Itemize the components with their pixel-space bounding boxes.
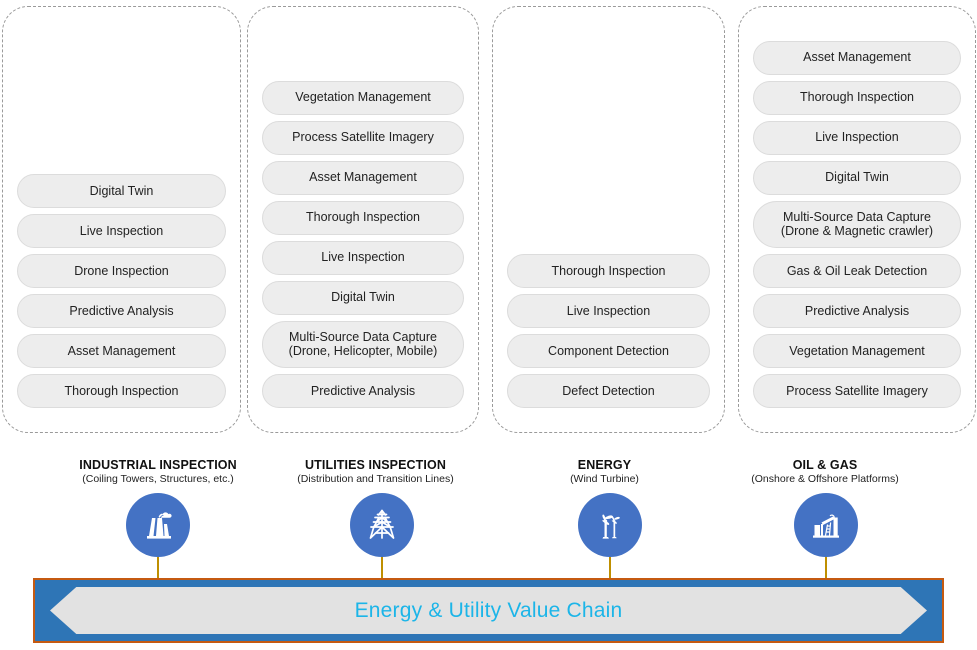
segment-label-industrial-inspection: INDUSTRIAL INSPECTION (Coiling Towers, S… [38, 458, 278, 485]
segment-icon-energy[interactable] [578, 493, 642, 557]
capability-pill[interactable]: Component Detection [507, 334, 710, 368]
capability-pill[interactable]: Thorough Inspection [507, 254, 710, 288]
connector-line-oil-and-gas [825, 552, 827, 580]
value-chain-label: Energy & Utility Value Chain [354, 598, 623, 622]
wind-turbine-icon [590, 505, 630, 545]
capability-pill[interactable]: Multi-Source Data Capture (Drone, Helico… [262, 320, 464, 368]
capability-pill[interactable]: Digital Twin [753, 160, 961, 195]
capability-pill[interactable]: Thorough Inspection [17, 374, 226, 408]
capability-pill[interactable]: Vegetation Management [262, 80, 464, 115]
capability-pill[interactable]: Digital Twin [17, 174, 226, 208]
capability-pill[interactable]: Thorough Inspection [262, 200, 464, 235]
capability-pill[interactable]: Defect Detection [507, 374, 710, 408]
segment-label-utilities-inspection: UTILITIES INSPECTION (Wind Turbine) (Dis… [263, 458, 488, 485]
capability-pill[interactable]: Predictive Analysis [262, 374, 464, 408]
capability-pill[interactable]: Process Satellite Imagery [262, 120, 464, 155]
segment-icon-industrial-inspection[interactable] [126, 493, 190, 557]
capability-pill[interactable]: Multi-Source Data Capture (Drone & Magne… [753, 200, 961, 248]
segment-subtitle: (Onshore & Offshore Platforms) [751, 473, 899, 485]
capability-pill[interactable]: Vegetation Management [753, 334, 961, 368]
segment-label-energy: ENERGY (Wind Turbine) [497, 458, 712, 485]
capability-pill[interactable]: Gas & Oil Leak Detection [753, 254, 961, 288]
transmission-tower-icon [362, 505, 402, 545]
capability-pill[interactable]: Live Inspection [753, 120, 961, 155]
capability-pill[interactable]: Live Inspection [262, 240, 464, 275]
connector-line-energy [609, 552, 611, 580]
segment-title: ENERGY [577, 458, 632, 472]
segment-label-oil-and-gas: OIL & GAS (Onshore & Offshore Platforms) [715, 458, 935, 485]
segment-title: OIL & GAS [792, 458, 858, 472]
capability-pill[interactable]: Predictive Analysis [17, 294, 226, 328]
capability-pill[interactable]: Live Inspection [17, 214, 226, 248]
cooling-tower-icon [138, 505, 178, 545]
segment-icon-utilities-inspection[interactable] [350, 493, 414, 557]
capability-pill[interactable]: Digital Twin [262, 280, 464, 315]
capability-pill[interactable]: Thorough Inspection [753, 80, 961, 115]
double-arrow-shape: Energy & Utility Value Chain [50, 587, 927, 634]
capability-pill[interactable]: Asset Management [262, 160, 464, 195]
segment-title: INDUSTRIAL INSPECTION [79, 458, 237, 472]
connector-line-industrial-inspection [157, 552, 159, 580]
segment-subtitle: (Wind Turbine) [570, 473, 639, 485]
segment-subtitle: (Distribution and Transition Lines) [297, 473, 454, 485]
value-chain-banner: Energy & Utility Value Chain [33, 578, 944, 643]
segment-subtitle: (Coiling Towers, Structures, etc.) [82, 473, 234, 485]
segment-title: UTILITIES INSPECTION [305, 458, 446, 472]
capability-pill[interactable]: Live Inspection [507, 294, 710, 328]
connector-line-utilities-inspection [381, 552, 383, 580]
capability-pill[interactable]: Predictive Analysis [753, 294, 961, 328]
pumpjack-icon [806, 505, 846, 545]
segment-icon-oil-and-gas[interactable] [794, 493, 858, 557]
capability-pill[interactable]: Drone Inspection [17, 254, 226, 288]
capability-pill[interactable]: Process Satellite Imagery [753, 374, 961, 408]
capability-pill[interactable]: Asset Management [753, 40, 961, 75]
capability-pill[interactable]: Asset Management [17, 334, 226, 368]
